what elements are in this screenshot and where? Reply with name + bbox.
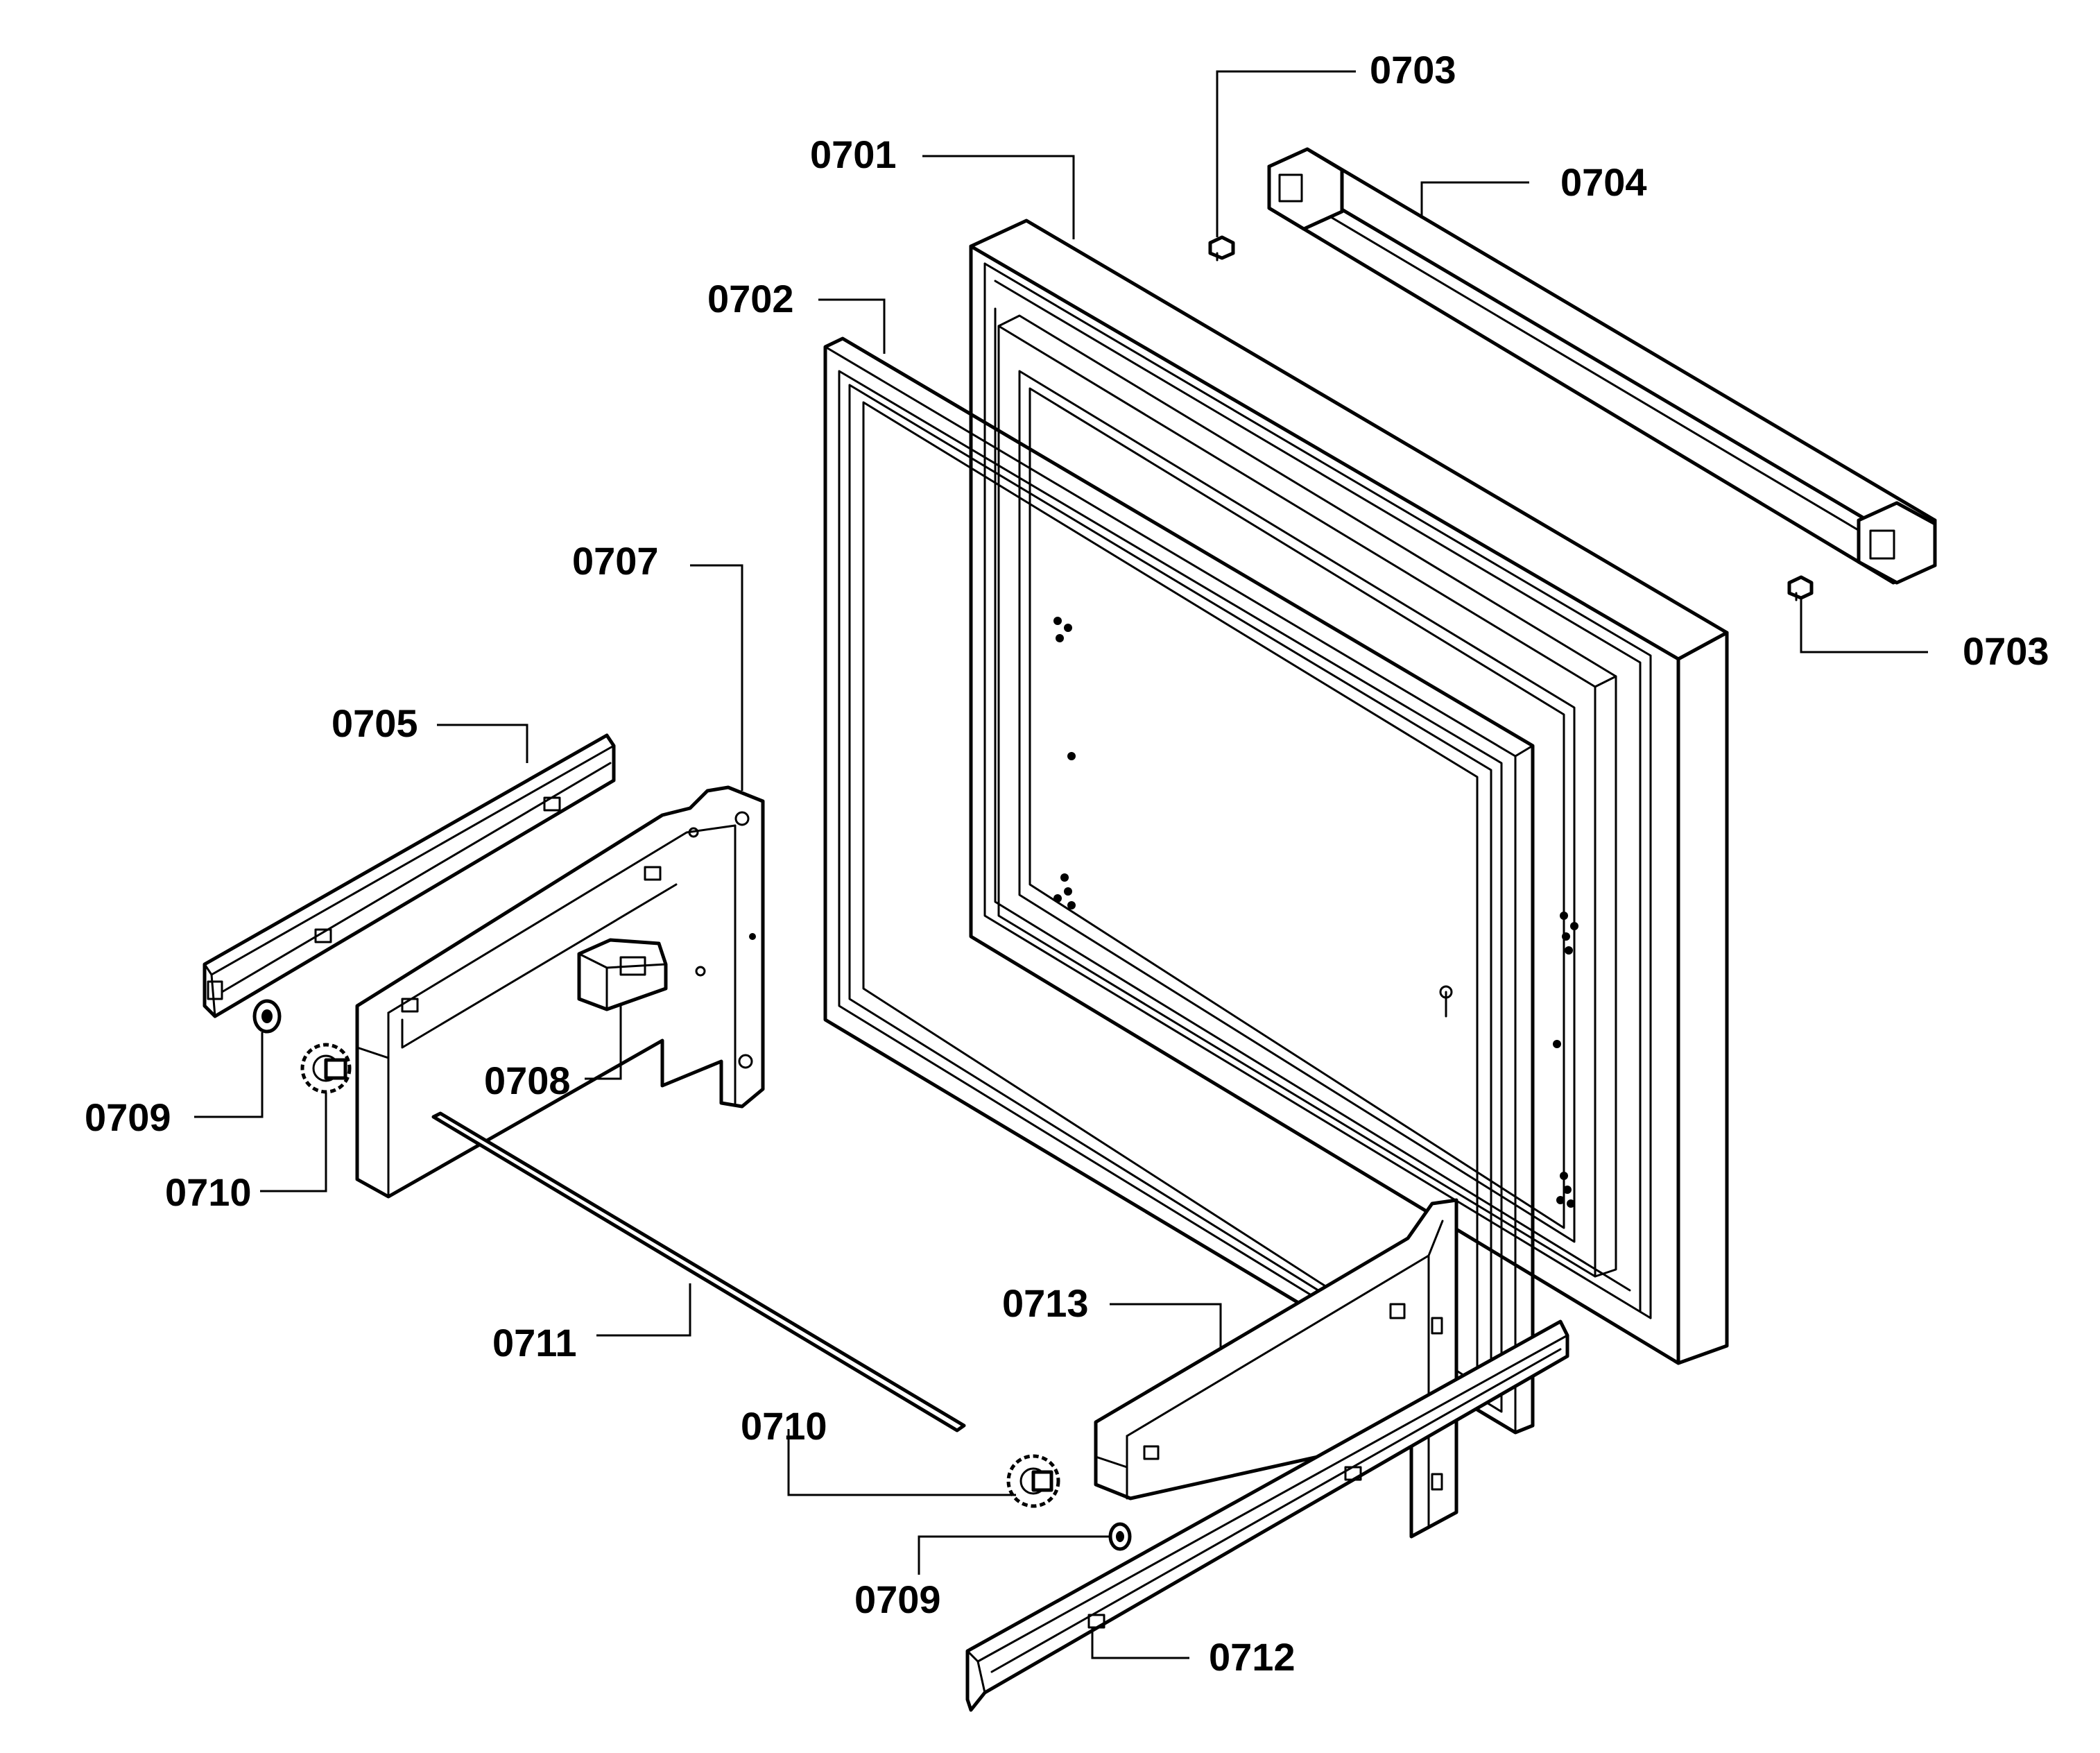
leader-0704 [1420,181,1529,219]
part-0713-right-hinge-bracket [1094,1198,1458,1539]
label-0703-top: 0703 [1370,48,1456,92]
part-0702-gasket [823,336,1535,1435]
leader-0710-left [260,1093,327,1192]
label-0711: 0711 [492,1321,577,1365]
part-0712-right-slide-rail [965,1319,1569,1712]
part-0710-gear-bottom [1006,1454,1060,1508]
leader-0709-left [194,1032,264,1118]
leader-0707 [690,564,743,791]
part-0709-washer-left [252,999,282,1034]
label-0707: 0707 [572,539,659,583]
label-0701: 0701 [810,132,897,176]
leader-0701 [922,155,1075,239]
leader-0705 [437,724,528,763]
leader-0703-right [1800,598,1928,653]
leader-0710-bottom [787,1429,1016,1496]
part-0709-washer-bottom [1108,1522,1132,1551]
leader-0703-top [1216,70,1356,237]
leader-0702 [818,298,886,354]
leader-0712 [1091,1627,1189,1659]
label-0702: 0702 [707,277,794,320]
part-0701-door-frame [969,219,1729,1365]
part-labels: 0701 0702 0703 0703 0704 0705 0707 0708 … [85,48,2049,1679]
label-0709-bottom: 0709 [854,1577,941,1621]
label-0713: 0713 [1002,1281,1089,1325]
leader-lines [194,70,1928,1659]
label-0710-left: 0710 [165,1170,252,1214]
leader-0709-bottom [918,1535,1110,1575]
part-0711-rod [431,1111,966,1433]
leader-0711 [596,1283,691,1337]
leader-0708 [585,1006,622,1080]
part-0710-gear-left [300,1043,352,1094]
part-0705-left-slide-rail [203,733,616,1018]
label-0703-right: 0703 [1963,629,2049,673]
label-0708: 0708 [484,1059,571,1102]
part-0703-screw-right [1787,575,1814,601]
leader-0713 [1110,1303,1222,1349]
label-0710-bottom: 0710 [741,1404,827,1448]
label-0704: 0704 [1560,160,1647,204]
label-0709-left: 0709 [85,1095,171,1139]
label-0705: 0705 [332,701,418,745]
label-0712: 0712 [1209,1635,1296,1679]
part-0703-screw-top [1208,235,1235,262]
part-0708-hinge-block [577,938,668,1011]
part-0704-handle [1267,147,1937,585]
